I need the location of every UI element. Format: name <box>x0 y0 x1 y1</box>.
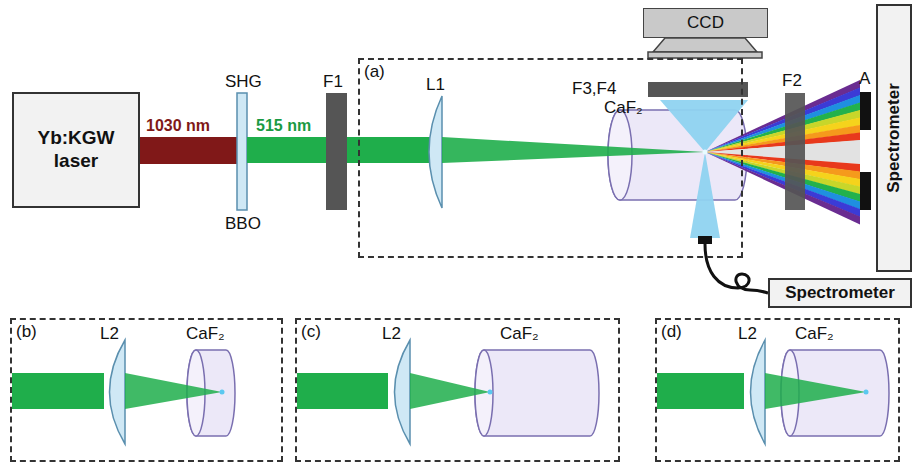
green-beam <box>12 373 104 409</box>
inset-frame: (b) <box>10 318 283 462</box>
optical-fiber <box>705 244 768 293</box>
bbo-crystal <box>237 93 247 210</box>
lens-l2 <box>395 340 411 444</box>
focused-beam <box>442 137 705 163</box>
spectrometer-box: Spectrometer <box>876 4 912 272</box>
side-emission <box>660 100 748 152</box>
node-label: Yb:KGW laser <box>28 127 124 173</box>
lens-l2 <box>110 340 126 444</box>
part-label: 515 nm <box>256 117 311 135</box>
filter-f1 <box>326 93 347 210</box>
part-label: F2 <box>782 72 802 91</box>
inset-frame: (d) <box>655 318 900 462</box>
camera-box: CCD <box>643 8 768 38</box>
lens-l2 <box>751 340 766 444</box>
focused-beam <box>125 373 222 409</box>
node-label: (b) <box>16 322 37 342</box>
spectrometer-box: Spectrometer <box>768 278 912 308</box>
node-label: (d) <box>661 322 682 342</box>
side-emission <box>690 152 720 238</box>
ir-beam <box>140 137 238 164</box>
node-label: Spectrometer <box>785 283 895 303</box>
part-label: L2 <box>738 325 757 344</box>
aperture <box>860 92 871 130</box>
inset-frame: (a) <box>358 58 743 258</box>
node-label: (a) <box>364 62 385 82</box>
node-label: CCD <box>687 13 724 33</box>
part-label: CaF₂ <box>186 325 225 344</box>
green-beam <box>657 373 744 409</box>
focused-beam <box>765 373 866 409</box>
part-label: CaF₂ <box>604 99 643 118</box>
filter-f2 <box>785 93 805 210</box>
focus-spot <box>220 390 225 395</box>
part-label: SHG <box>225 73 262 92</box>
aperture <box>860 172 871 210</box>
part-label: L2 <box>382 325 401 344</box>
focus-spot <box>864 390 869 395</box>
node-label: (c) <box>301 322 321 342</box>
part-label: L2 <box>100 325 119 344</box>
laser-box: Yb:KGW laser <box>12 92 140 208</box>
focused-beam <box>410 373 490 409</box>
part-label: L1 <box>426 76 445 95</box>
camera-lens <box>653 38 757 52</box>
filter-f3-f4 <box>648 82 748 97</box>
part-label: F3,F4 <box>572 80 616 99</box>
part-label: BBO <box>225 215 261 234</box>
focus-spot <box>703 150 708 155</box>
focus-spot <box>488 390 493 395</box>
green-beam <box>297 373 388 409</box>
node-label: Spectrometer <box>884 83 904 193</box>
inset-frame: (c) <box>295 318 620 462</box>
part-label: A <box>859 70 870 89</box>
part-label: CaF₂ <box>795 325 834 344</box>
lens-l1 <box>429 96 442 208</box>
fiber-tip <box>698 236 712 244</box>
part-label: 1030 nm <box>146 117 210 135</box>
part-label: CaF₂ <box>500 325 539 344</box>
spectrum-band <box>705 152 860 225</box>
caf2-crystal <box>475 350 599 436</box>
part-label: F1 <box>323 73 343 92</box>
